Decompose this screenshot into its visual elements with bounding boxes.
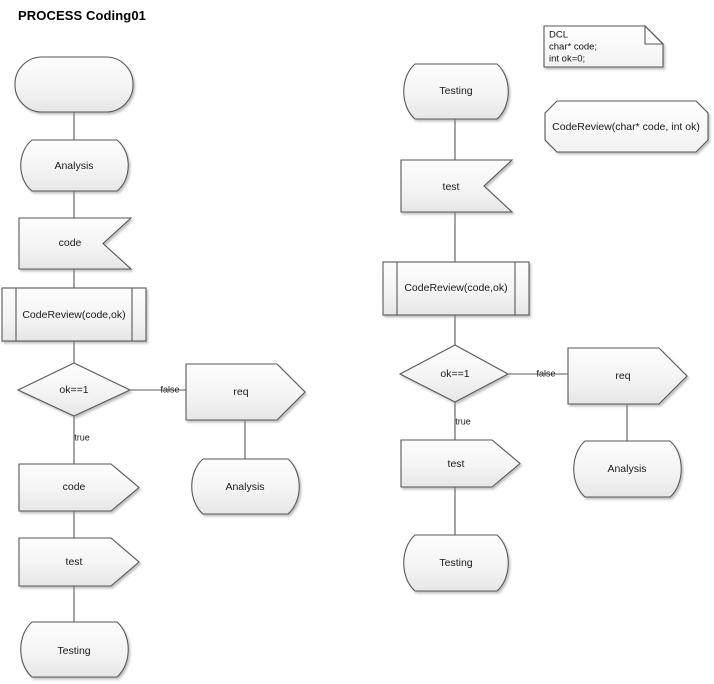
node-analysis-stored-data[interactable]: Analysis [20,139,129,192]
edge-label-true: true [74,432,90,442]
node-label: test [448,458,465,470]
node-label: code [59,237,82,249]
node-codereview-predefined-process[interactable]: CodeReview(code,ok) [1,287,147,342]
node-label: req [615,370,630,382]
node-req-2-arrow[interactable]: req [567,347,688,405]
note-line-2: char* code; [549,42,597,53]
note-line-3: int ok=0; [549,54,585,65]
node-label: Analysis [225,481,264,493]
edge-label-false: false [160,384,179,394]
node-analysis-2-stored-data[interactable]: Analysis [191,458,300,515]
node-code-2-arrow[interactable]: code [18,463,140,512]
node-testing-start-stored-data[interactable]: Testing [403,63,509,120]
node-label: Testing [57,645,90,657]
right-connectors [454,119,628,535]
node-label: test [443,181,460,193]
node-testing-2-stored-data[interactable]: Testing [403,534,509,592]
node-start-terminator[interactable] [14,56,134,113]
node-label: Analysis [607,463,646,475]
node-label: CodeReview(code,ok) [404,282,507,294]
node-label: ok==1 [59,384,88,396]
edge-label-true-2: true [455,416,471,426]
note-signature[interactable]: CodeReview(char* code, int ok) [544,100,709,153]
node-label: test [66,556,83,568]
node-testing-stored-data[interactable]: Testing [20,621,129,678]
note-line-1: DCL [549,30,568,41]
node-label: ok==1 [440,368,469,380]
node-codereview-2-predefined-process[interactable]: CodeReview(code,ok) [382,261,530,316]
edge-label-false-2: false [536,368,555,378]
node-label: Testing [439,557,472,569]
page-title: PROCESS Coding01 [18,8,147,23]
note-declaration[interactable]: DCL char* code; int ok=0; [543,24,665,68]
node-test-arrow[interactable]: test [18,537,140,587]
node-decision-ok[interactable]: ok==1 [16,362,132,417]
node-decision-ok-2[interactable]: ok==1 [398,344,510,403]
node-label: code [63,481,86,493]
node-label: Testing [439,85,472,97]
node-test-2-arrow[interactable]: test [400,439,521,488]
node-analysis-3-stored-data[interactable]: Analysis [573,440,682,498]
node-label: req [233,386,248,398]
node-label: CodeReview(code,ok) [22,309,125,321]
node-req-arrow[interactable]: req [185,363,306,421]
node-label: Analysis [54,160,93,172]
node-code-flag[interactable]: code [18,217,133,270]
node-test-flag[interactable]: test [400,159,514,213]
left-connectors [73,112,246,622]
note-signature-text: CodeReview(char* code, int ok) [552,121,700,133]
